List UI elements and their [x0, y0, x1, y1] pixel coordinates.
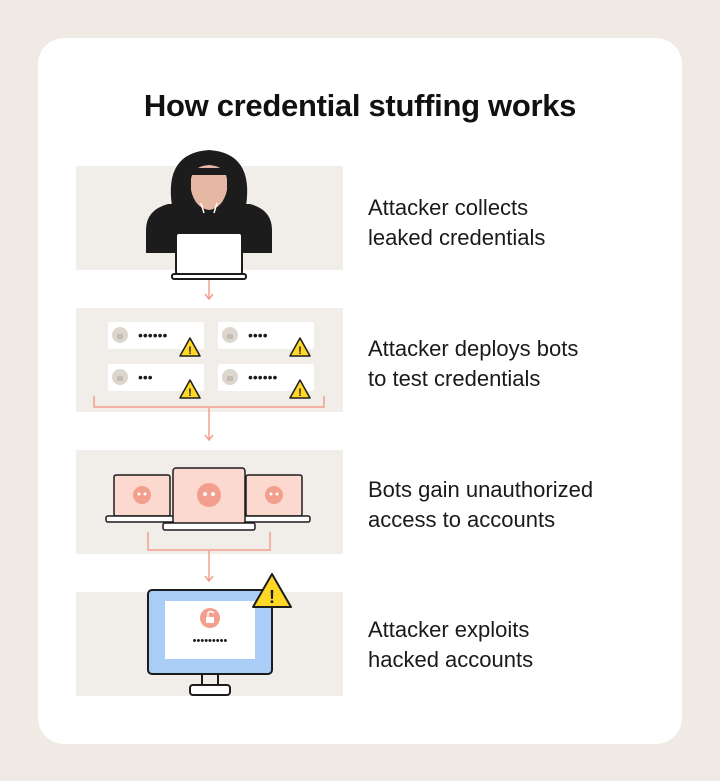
laptop-right: [237, 474, 311, 523]
bot-icon-right: [265, 486, 283, 504]
monitor-icon: •••••••••: [147, 589, 273, 696]
laptop-center: [162, 467, 256, 531]
connector-2: [93, 396, 325, 442]
credential-field-1: ••••••: [108, 322, 204, 349]
step-3-label: Bots gain unauthorized access to account…: [368, 475, 668, 535]
step-4-line-2: hacked accounts: [368, 647, 534, 672]
password-mask-2: ••••: [248, 327, 268, 343]
diagram-illustrations: •••••• •••• ••• •••••• ! !: [76, 150, 343, 696]
password-mask-4: ••••••: [248, 369, 278, 385]
warning-icon-2: !: [289, 337, 311, 357]
alert-mark: !: [269, 587, 275, 607]
step-3-line-2: access to accounts: [368, 507, 556, 532]
step-2-line-1: Attacker deploys bots: [368, 336, 579, 361]
hacker-icon: [146, 150, 272, 280]
step-1-line-2: leaked credentials: [368, 225, 546, 250]
bot-icon-center: [197, 483, 221, 507]
warning-icon-1: !: [179, 337, 201, 357]
step-1-label: Attacker collects leaked credentials: [368, 193, 668, 253]
bot-icon-left: [133, 486, 151, 504]
laptop-left: [105, 474, 179, 523]
unlocked-lock-icon: [200, 608, 220, 628]
warning-icon-3: !: [179, 379, 201, 399]
password-mask-3: •••: [138, 369, 153, 385]
warning-mark-4: !: [298, 387, 302, 399]
warning-mark-1: !: [188, 345, 192, 357]
step-2-label: Attacker deploys bots to test credential…: [368, 334, 668, 394]
warning-icon-4: !: [289, 379, 311, 399]
step-1-line-1: Attacker collects: [368, 195, 529, 220]
connector-3: [147, 532, 271, 583]
alert-icon: !: [252, 573, 292, 608]
credential-field-2: ••••: [218, 322, 314, 349]
password-mask-1: ••••••: [138, 327, 168, 343]
infographic-card: How credential stuffing works Attacker c…: [38, 38, 682, 744]
step-4-line-1: Attacker exploits: [368, 617, 530, 642]
screen-password-mask: •••••••••: [193, 635, 228, 647]
step-3-line-1: Bots gain unauthorized: [368, 477, 594, 502]
step-2-line-2: to test credentials: [368, 366, 541, 391]
warning-mark-3: !: [188, 387, 192, 399]
credential-field-4: ••••••: [218, 364, 314, 391]
step-4-label: Attacker exploits hacked accounts: [368, 615, 668, 675]
diagram-title: How credential stuffing works: [143, 88, 577, 123]
warning-mark-2: !: [298, 345, 302, 357]
credential-field-3: •••: [108, 364, 204, 391]
